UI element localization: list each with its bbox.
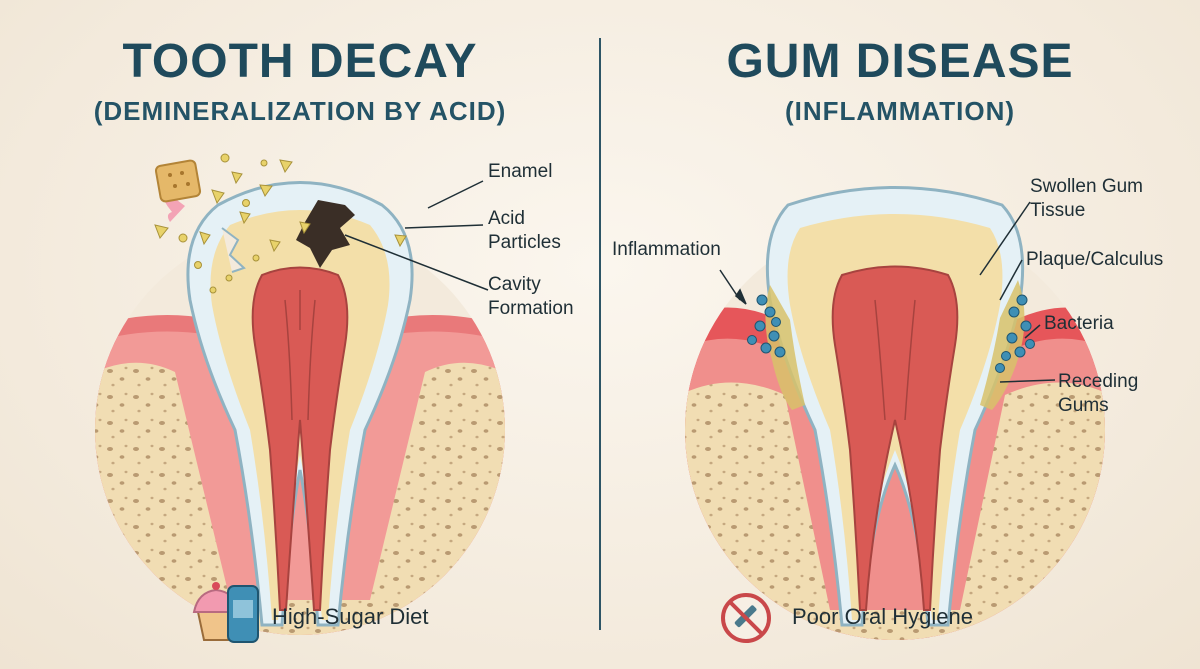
decay-bone [95,362,505,635]
label-swollen-gum-tissue: Swollen Gum Tissue [1030,176,1143,221]
decay-leader-lines [344,180,489,291]
cavity [296,200,355,268]
footer-poor-oral-hygiene: Poor Oral Hygiene [792,604,973,629]
decay-tooth [186,181,414,627]
label-plaque-calculus: Plaque/Calculus [1026,249,1164,270]
cupcake-soda-icon [192,582,259,643]
decay-pulp [251,266,349,611]
label-cavity-formation: Cavity Formation [488,274,574,319]
decay-title: TOOTH DECAY [122,35,478,88]
gum-tooth [765,186,1025,627]
label-bacteria: Bacteria [1044,313,1114,334]
gum-leader-lines [719,201,1056,383]
acid-particles [154,153,407,294]
plaque-left [765,285,805,410]
gum-disease-subtitle: (INFLAMMATION) [784,96,1016,126]
footer-high-sugar-diet: High-Sugar Diet [272,604,429,629]
no-toothbrush-icon [721,593,771,643]
decay-illustration [95,153,505,635]
decay-subtitle: (DEMINERALIZATION BY ACID) [93,96,507,126]
gum-disease-illustration [685,186,1105,640]
label-enamel: Enamel [488,161,553,182]
gum-disease-title: GUM DISEASE [726,35,1074,88]
label-receding-gums: Receding Gums [1058,371,1139,416]
cracker-icon [154,159,202,222]
label-inflammation: Inflammation [612,239,721,260]
bacteria-cluster [747,294,1035,373]
section-divider [599,38,601,630]
receding-bone [685,382,1105,640]
label-acid-particles: Acid Particles [488,208,561,253]
